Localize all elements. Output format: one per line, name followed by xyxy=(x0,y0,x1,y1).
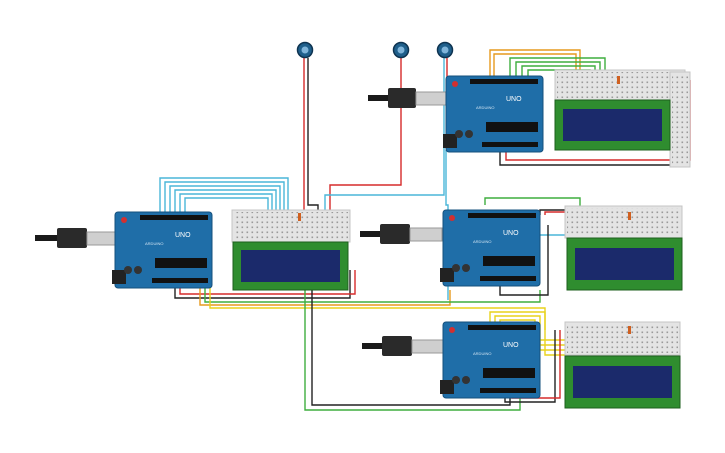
board-label: UNO xyxy=(503,230,519,237)
resistor xyxy=(628,212,631,220)
wire-cyan xyxy=(324,58,445,215)
wire-black xyxy=(499,225,549,296)
usb-cable-top xyxy=(368,88,447,108)
lcd-display-bottom[interactable] xyxy=(564,355,681,409)
resistor xyxy=(628,326,631,334)
board-label: UNO xyxy=(503,342,519,349)
resistor xyxy=(298,213,301,221)
potentiometer-2[interactable] xyxy=(392,41,410,59)
wire-orange xyxy=(489,49,581,78)
wire-black xyxy=(307,58,319,215)
resistor xyxy=(617,76,620,84)
board-brand: ARDUINO xyxy=(473,239,491,244)
usb-cable-main xyxy=(35,228,116,248)
wire-cyan xyxy=(164,181,285,230)
wire-cyan xyxy=(159,177,289,230)
board-label: UNO xyxy=(506,96,522,103)
wire-red xyxy=(329,58,402,215)
arduino-uno-top[interactable]: UNO ARDUINO xyxy=(443,75,544,153)
board-label: UNO xyxy=(175,232,191,239)
breadboard-side-holes xyxy=(672,74,688,165)
breadboard-main xyxy=(231,209,351,243)
arduino-uno-main[interactable]: UNO ARDUINO xyxy=(112,211,213,289)
lcd-display-middle[interactable] xyxy=(566,237,683,291)
breadboard-middle xyxy=(564,205,683,239)
potentiometer-1[interactable] xyxy=(296,41,314,59)
usb-cable-bottom xyxy=(362,336,445,356)
arduino-uno-bottom[interactable]: UNO ARDUINO xyxy=(440,321,541,399)
wire-black xyxy=(174,270,351,299)
board-brand: ARDUINO xyxy=(476,105,494,110)
board-brand: ARDUINO xyxy=(145,241,163,246)
usb-cable-middle xyxy=(360,224,443,244)
lcd-display-main[interactable] xyxy=(232,241,349,291)
wire-cyan xyxy=(169,185,281,230)
lcd-display-top[interactable] xyxy=(554,99,671,151)
wire-black xyxy=(311,290,511,406)
board-brand: ARDUINO xyxy=(473,351,491,356)
breadboard-bottom xyxy=(564,321,681,356)
wire-orange xyxy=(199,282,451,306)
wire-green xyxy=(204,282,541,303)
breadboard-top xyxy=(554,69,686,101)
potentiometer-3[interactable] xyxy=(436,41,454,59)
arduino-uno-middle[interactable]: UNO ARDUINO xyxy=(440,209,541,287)
